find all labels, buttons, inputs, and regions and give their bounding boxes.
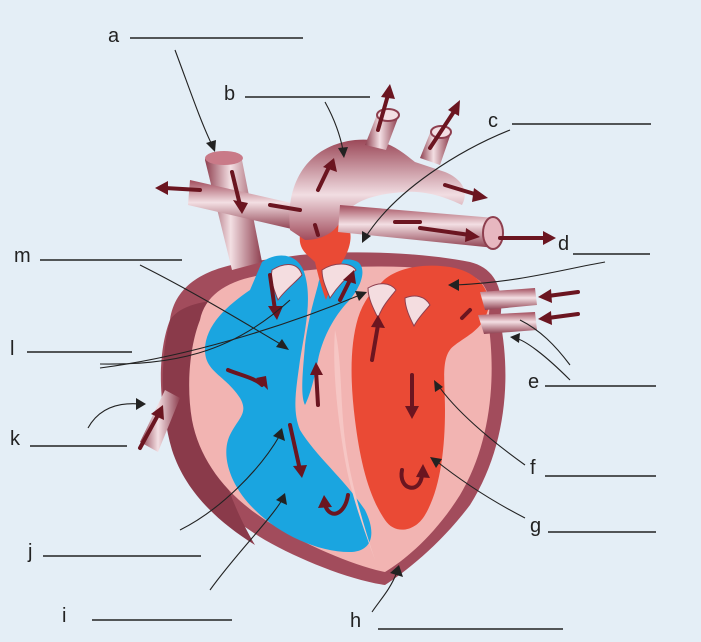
- label-j: j: [27, 541, 201, 563]
- label-b: b: [224, 83, 370, 105]
- label-i: i: [62, 605, 232, 627]
- right-atrium-ventricle-chamber: [205, 255, 372, 553]
- pulmonary-artery-right: [338, 205, 495, 248]
- label-d-letter: d: [558, 233, 569, 255]
- label-j-letter: j: [27, 541, 32, 563]
- label-h: h: [350, 610, 563, 632]
- label-e: e: [528, 371, 656, 393]
- label-a-letter: a: [108, 25, 120, 47]
- label-i-letter: i: [62, 605, 66, 627]
- label-g-letter: g: [530, 515, 541, 537]
- pulmonary-trunk-channel: [302, 259, 363, 405]
- label-c-letter: c: [488, 110, 498, 132]
- label-d: d: [558, 233, 650, 255]
- label-c: c: [488, 110, 651, 132]
- inferior-vena-cava: [140, 390, 180, 452]
- superior-vena-cava-opening: [205, 151, 243, 165]
- label-b-letter: b: [224, 83, 235, 105]
- label-a: a: [108, 25, 303, 47]
- aortic-valve: [404, 295, 431, 328]
- pulmonary-valve: [321, 263, 357, 300]
- pulmonary-artery-right-opening: [482, 216, 504, 250]
- label-g: g: [530, 515, 656, 537]
- label-k-letter: k: [10, 428, 21, 450]
- label-f: f: [530, 457, 656, 479]
- septum: [334, 330, 375, 560]
- mitral-valve: [367, 283, 397, 320]
- label-h-letter: h: [350, 610, 361, 632]
- label-m: m: [14, 245, 182, 267]
- left-atrium-ventricle-chamber: [351, 265, 489, 530]
- pulmonary-vein-upper: [480, 288, 537, 310]
- pulmonary-vein-lower: [478, 312, 537, 334]
- label-l-letter: l: [10, 338, 14, 360]
- label-f-letter: f: [530, 457, 536, 479]
- leader-lines: [87, 49, 606, 613]
- label-m-letter: m: [14, 245, 31, 267]
- label-k: k: [10, 428, 127, 450]
- blood-flow-arrows: [138, 84, 580, 516]
- label-e-letter: e: [528, 371, 539, 393]
- label-l: l: [10, 338, 132, 360]
